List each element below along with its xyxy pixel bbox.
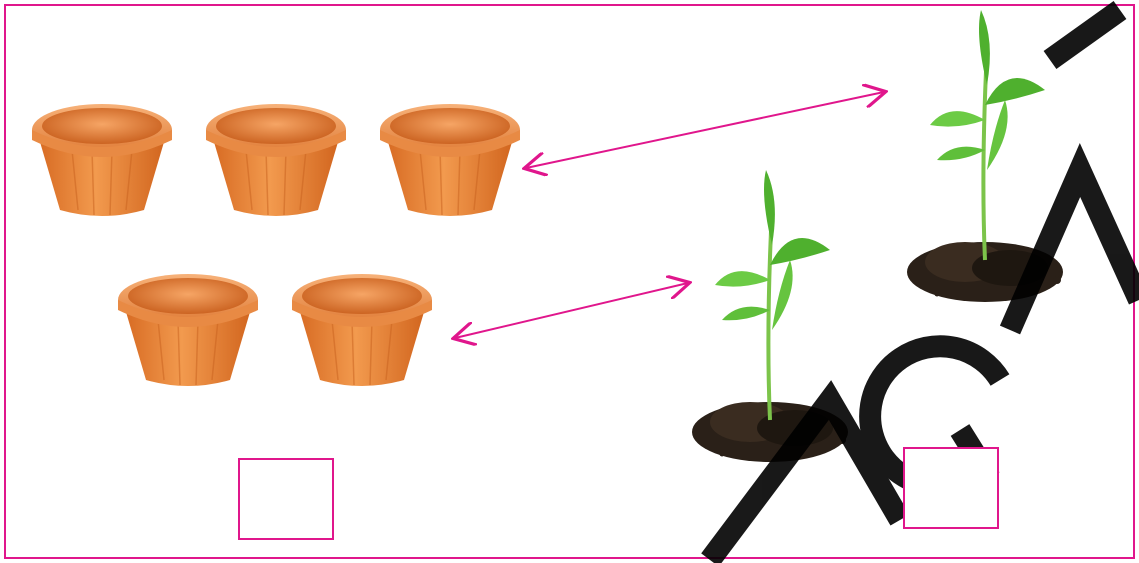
flower-pot-3 xyxy=(380,104,520,216)
seedling-plant-2 xyxy=(907,10,1063,302)
pot-count-answer-box[interactable] xyxy=(238,458,334,540)
matching-arrow-bottom xyxy=(455,283,688,338)
matching-arrow-top xyxy=(526,92,884,168)
flower-pot-5 xyxy=(292,274,432,386)
plant-group xyxy=(692,10,1063,462)
flower-pot-4 xyxy=(118,274,258,386)
plant-count-answer xyxy=(905,449,997,527)
plant-count-answer-box[interactable] xyxy=(903,447,999,529)
pot-count-answer xyxy=(240,460,332,538)
flower-pot-2 xyxy=(206,104,346,216)
seedling-plant-1 xyxy=(692,170,848,462)
flower-pot-1 xyxy=(32,104,172,216)
pot-group xyxy=(32,104,520,386)
